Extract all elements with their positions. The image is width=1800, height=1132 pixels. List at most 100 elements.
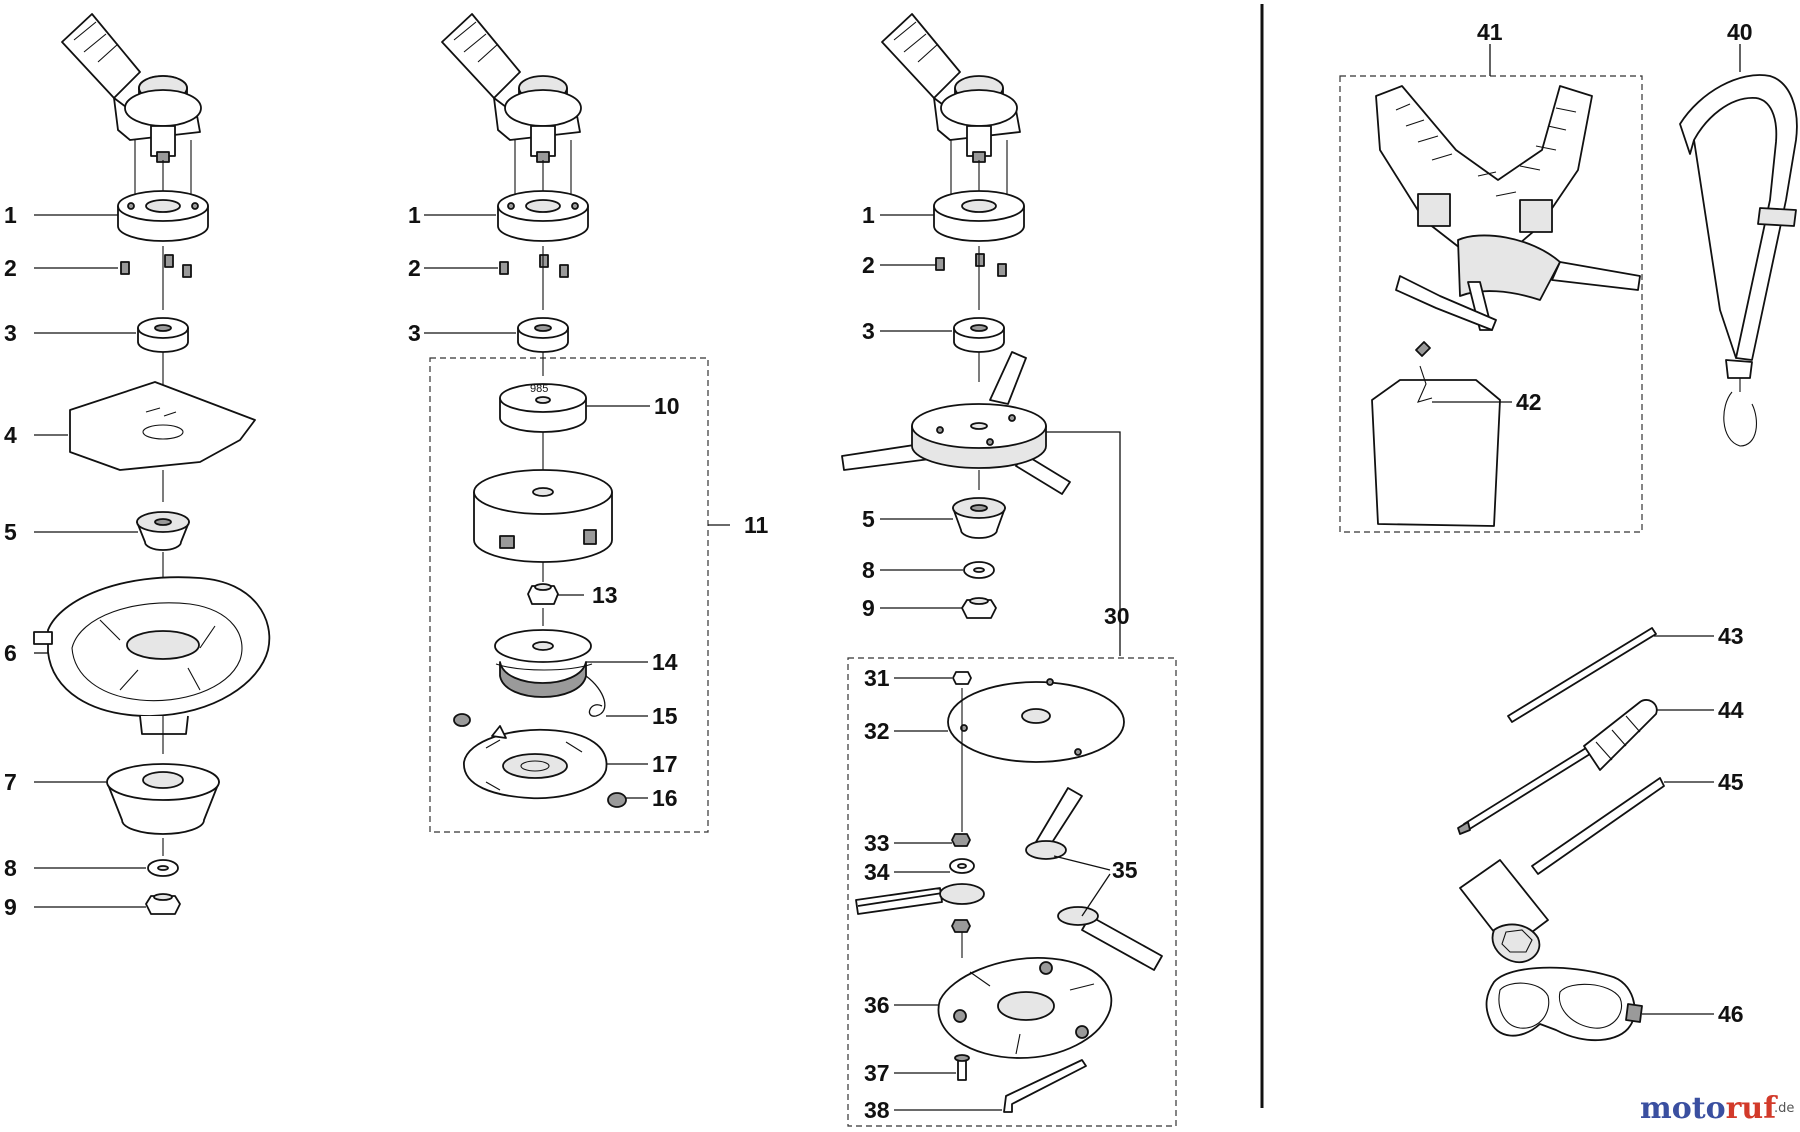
callout-2-b: 2 [408, 255, 421, 281]
column-3-assembly [841, 13, 1163, 1113]
watermark-logo: motoruf .de [1640, 1091, 1794, 1126]
part-44-screwdriver [1457, 699, 1658, 835]
kit-41-box [1339, 75, 1643, 533]
callout-31: 31 [864, 665, 890, 691]
part-8-washer-c [963, 561, 995, 579]
part-4-blade [69, 381, 256, 471]
part-3-collar-b [517, 317, 569, 353]
callout-32: 32 [864, 718, 890, 744]
callout-17: 17 [652, 751, 678, 777]
column-2-assembly: 985 [441, 13, 627, 808]
callout-7: 7 [4, 769, 17, 795]
part-9-nut-c [961, 597, 997, 619]
kit-11-box [429, 357, 709, 833]
callout-5-c: 5 [862, 506, 875, 532]
callout-16: 16 [652, 785, 678, 811]
callout-11: 11 [744, 512, 769, 538]
leader-lines [34, 44, 1741, 1111]
callout-2-c: 2 [862, 252, 875, 278]
callout-8-a: 8 [4, 855, 17, 881]
callout-42: 42 [1516, 389, 1542, 415]
kit-30-box [847, 657, 1177, 1127]
part-45-socket-wrench [1459, 777, 1665, 964]
part-1-flange-c [933, 190, 1025, 242]
part-31-nut-small [952, 671, 972, 685]
callout-46: 46 [1718, 1001, 1744, 1027]
callout-4: 4 [4, 422, 17, 448]
callout-38: 38 [864, 1097, 890, 1123]
part-16-eyelet-b [607, 792, 627, 808]
part-6-guard [33, 576, 271, 735]
part-2-screws-a [120, 254, 192, 278]
callout-15: 15 [652, 703, 678, 729]
callout-9-c: 9 [862, 595, 875, 621]
part-32-top-plate [947, 678, 1125, 763]
watermark-suffix: .de [1774, 1101, 1794, 1116]
part-33-small-nut [951, 833, 971, 847]
part-38-hex-key [1003, 1059, 1087, 1113]
part-35-blades [855, 787, 1163, 971]
gearhead-1 [61, 13, 202, 163]
callout-9-a: 9 [4, 894, 17, 920]
callout-41: 41 [1477, 19, 1503, 45]
callout-8-c: 8 [862, 557, 875, 583]
callout-37: 37 [864, 1060, 890, 1086]
callout-30: 30 [1104, 603, 1130, 629]
callout-6: 6 [4, 640, 17, 666]
callout-1-b: 1 [408, 202, 421, 228]
callout-labels: 1 2 3 4 5 6 7 8 9 1 2 3 10 11 13 14 15 1… [4, 19, 1753, 1123]
callout-5-a: 5 [4, 519, 17, 545]
part-37-screw [954, 1054, 970, 1081]
part-15-line [585, 675, 606, 717]
callout-34: 34 [864, 859, 890, 885]
callout-33: 33 [864, 830, 890, 856]
watermark-text: motoruf [1640, 1091, 1778, 1126]
part-33-lower-nut [951, 919, 971, 933]
part-17-base [463, 725, 608, 800]
part-36-bottom-plate [937, 957, 1113, 1059]
gearhead-3 [881, 13, 1021, 163]
callout-10: 10 [654, 393, 680, 419]
part-10-stamp: 985 [530, 383, 548, 395]
part-13-nut [527, 583, 559, 605]
callout-36: 36 [864, 992, 890, 1018]
callout-44: 44 [1718, 697, 1744, 723]
part-3-collar-a [137, 317, 189, 353]
callout-1-a: 1 [4, 202, 17, 228]
callout-2-a: 2 [4, 255, 17, 281]
column-1-assembly [33, 13, 271, 915]
callout-3-c: 3 [862, 318, 875, 344]
part-10-cap: 985 [499, 383, 587, 433]
part-14-spool [494, 629, 593, 698]
part-2-screws-b [499, 254, 569, 278]
gearhead-2 [441, 13, 582, 163]
part-1-flange-a [117, 190, 209, 242]
part-3-collar-c [953, 317, 1005, 353]
callout-43: 43 [1718, 623, 1744, 649]
part-30-blade-head [841, 351, 1071, 495]
part-34-washer [949, 858, 975, 874]
part-11-housing [473, 469, 613, 563]
watermark-accent: ruf [1726, 1091, 1779, 1126]
callout-35: 35 [1112, 857, 1138, 883]
part-5-cup-c [952, 497, 1006, 539]
part-40-shoulder-strap [1679, 74, 1798, 447]
callout-1-c: 1 [862, 202, 875, 228]
part-9-nut-a [145, 893, 181, 915]
callout-40: 40 [1727, 19, 1753, 45]
watermark-brand: moto [1640, 1091, 1726, 1126]
part-1-flange-b [497, 190, 589, 242]
part-16-eyelet-a [453, 713, 471, 727]
callout-13: 13 [592, 582, 618, 608]
part-46-goggles [1485, 966, 1643, 1042]
part-5-cup-a [136, 511, 190, 551]
part-7-dish [106, 763, 220, 835]
callout-45: 45 [1718, 769, 1744, 795]
part-8-washer-a [147, 859, 179, 877]
callout-3-a: 3 [4, 320, 17, 346]
part-43-rod [1507, 627, 1657, 723]
part-41-harness [1371, 85, 1641, 527]
part-2-screws-c [935, 253, 1007, 277]
callout-3-b: 3 [408, 320, 421, 346]
